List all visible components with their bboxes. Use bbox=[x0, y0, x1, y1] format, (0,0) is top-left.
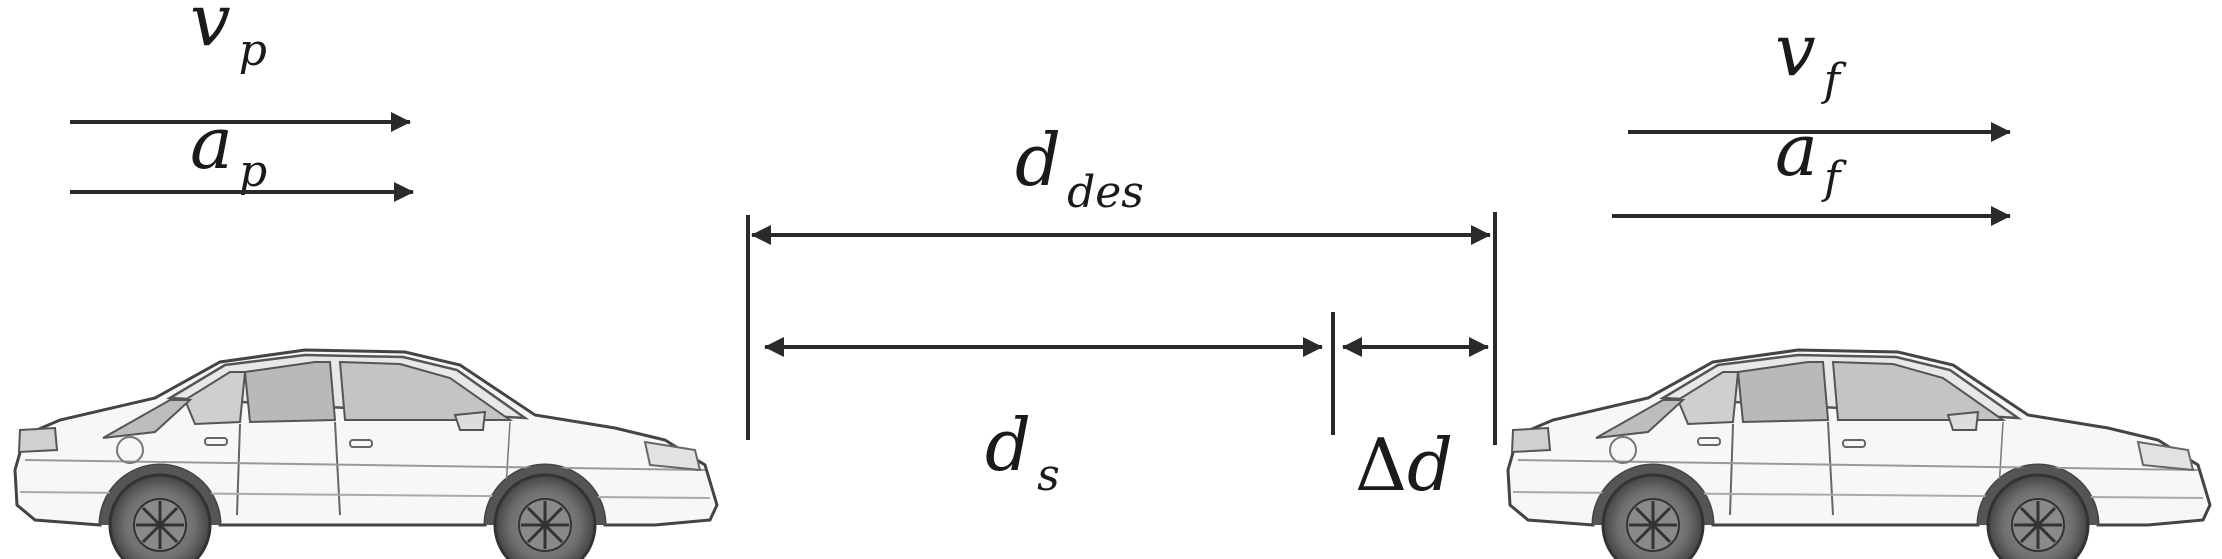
preceding-car bbox=[13, 348, 719, 559]
distance-error-label: Δd bbox=[1355, 423, 1453, 507]
following-car bbox=[1506, 348, 2212, 559]
